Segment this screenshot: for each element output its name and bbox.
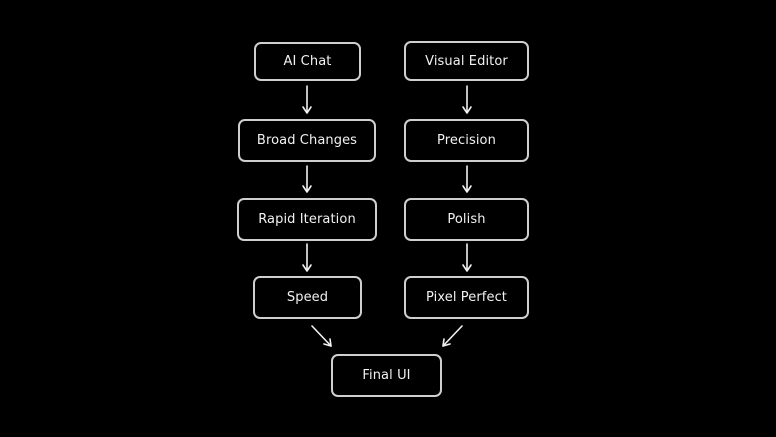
arrow-polish-to-pixel-perfect — [462, 243, 472, 272]
node-visual-editor: Visual Editor — [404, 41, 529, 81]
node-label: Final UI — [362, 368, 411, 383]
node-label: Visual Editor — [425, 53, 508, 69]
node-precision: Precision — [404, 119, 529, 162]
node-final-ui: Final UI — [331, 354, 442, 397]
arrow-broad-changes-to-rapid-iteration — [302, 165, 312, 193]
node-pixel-perfect: Pixel Perfect — [404, 276, 529, 319]
node-label: Speed — [286, 290, 329, 305]
node-label: Rapid Iteration — [258, 212, 356, 227]
arrow-visual-editor-to-precision — [462, 85, 472, 114]
node-label: Pixel Perfect — [425, 290, 508, 305]
node-label: Broad Changes — [256, 133, 358, 148]
node-label: Precision — [437, 133, 496, 148]
arrow-rapid-iteration-to-speed — [302, 243, 312, 272]
node-label: AI Chat — [283, 54, 332, 69]
arrow-ai-chat-to-broad-changes — [302, 85, 312, 114]
node-ai-chat: AI Chat — [254, 42, 361, 81]
node-rapid-iteration: Rapid Iteration — [237, 198, 377, 241]
node-speed: Speed — [253, 276, 362, 319]
arrow-pixel-perfect-to-final-ui — [442, 325, 463, 347]
node-polish: Polish — [404, 198, 529, 241]
arrow-speed-to-final-ui — [311, 325, 332, 347]
arrow-precision-to-polish — [462, 165, 472, 193]
node-broad-changes: Broad Changes — [238, 119, 376, 162]
node-label: Polish — [447, 212, 486, 227]
